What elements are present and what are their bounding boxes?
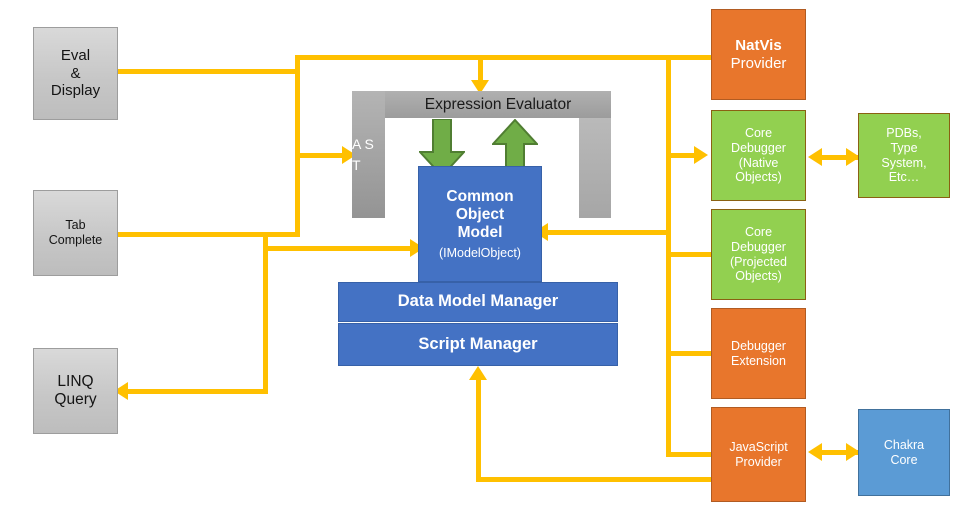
connector-js-to-chakra xyxy=(820,450,858,455)
core-debugger-projected-label: Core Debugger (Projected Objects) xyxy=(730,225,787,284)
connector-providers-return-rail xyxy=(545,230,671,235)
connector-to-core-debugger-projected xyxy=(670,252,714,257)
arrow-to-chakra-core xyxy=(846,443,860,461)
debugger-extension-box[interactable]: Debugger Extension xyxy=(711,308,806,399)
chakra-core-label: Chakra Core xyxy=(883,437,925,467)
connector-tabcomplete-to-trunk xyxy=(118,232,300,237)
natvis-provider-subtitle: Provider xyxy=(730,54,787,72)
arrow-into-script-manager xyxy=(469,366,487,380)
connector-com-rail xyxy=(263,246,421,251)
eval-display-label: Eval & Display xyxy=(50,46,101,100)
expression-evaluator-header: Expression Evaluator xyxy=(385,91,611,118)
connector-js-bottom-rail xyxy=(476,477,714,482)
common-object-model-subtitle: (IModelObject) xyxy=(439,245,521,260)
common-object-model-title: Common Object Model xyxy=(446,187,514,242)
connector-to-natvis-provider xyxy=(666,55,712,60)
connector-down-to-expression-evaluator xyxy=(478,57,483,85)
connector-trunk-to-ast xyxy=(299,153,349,158)
data-model-manager-box[interactable]: Data Model Manager xyxy=(338,282,618,322)
data-model-manager-label: Data Model Manager xyxy=(397,292,559,311)
linq-query-box[interactable]: LINQ Query xyxy=(33,348,118,434)
arrow-to-core-debugger-native-back xyxy=(808,148,822,166)
core-debugger-native-box[interactable]: Core Debugger (Native Objects) xyxy=(711,110,806,201)
green-arrow-down-to-model xyxy=(419,119,465,177)
natvis-provider-title: NatVis xyxy=(735,36,782,54)
connector-right-trunk-vertical xyxy=(666,55,671,457)
script-manager-box[interactable]: Script Manager xyxy=(338,323,618,366)
connector-to-core-debugger-native xyxy=(670,153,698,158)
connector-to-debugger-extension xyxy=(670,351,714,356)
arrow-to-javascript-provider-back xyxy=(808,443,822,461)
common-object-model-box[interactable]: Common Object Model (IModelObject) xyxy=(418,166,542,282)
arrow-into-core-debugger-native xyxy=(694,146,708,164)
tab-complete-label: Tab Complete xyxy=(48,218,103,247)
connector-down-to-com-rail xyxy=(263,237,268,251)
pdbs-type-system-label: PDBs, Type System, Etc… xyxy=(881,126,927,185)
connector-trunk-vertical-left xyxy=(295,55,300,235)
eval-display-box[interactable]: Eval & Display xyxy=(33,27,118,120)
arrow-to-pdbs-type-system xyxy=(846,148,860,166)
debugger-extension-label: Debugger Extension xyxy=(731,338,786,368)
linq-query-label: LINQ Query xyxy=(54,372,97,408)
javascript-provider-box[interactable]: JavaScript Provider xyxy=(711,407,806,502)
connector-native-to-pdbs xyxy=(820,155,858,160)
expression-evaluator-label: Expression Evaluator xyxy=(424,95,572,113)
natvis-provider-box[interactable]: NatVis Provider xyxy=(711,9,806,100)
ast-column: A S T xyxy=(352,91,385,218)
connector-eval-to-trunk xyxy=(118,69,300,74)
connector-linq-vertical xyxy=(263,246,268,392)
connector-linq-horizontal xyxy=(128,389,268,394)
javascript-provider-label: JavaScript Provider xyxy=(729,439,788,469)
connector-js-up-to-script-manager xyxy=(476,378,481,480)
arrow-into-expression-evaluator xyxy=(471,80,489,94)
script-manager-label: Script Manager xyxy=(418,334,538,353)
connector-top-rail-to-right xyxy=(295,55,675,60)
connector-to-javascript-provider xyxy=(670,452,714,457)
tab-complete-box[interactable]: Tab Complete xyxy=(33,190,118,276)
core-debugger-native-label: Core Debugger (Native Objects) xyxy=(731,126,786,185)
chakra-core-box[interactable]: Chakra Core xyxy=(858,409,950,496)
pdbs-type-system-box[interactable]: PDBs, Type System, Etc… xyxy=(858,113,950,198)
ast-label: A S T xyxy=(352,136,374,173)
core-debugger-projected-box[interactable]: Core Debugger (Projected Objects) xyxy=(711,209,806,300)
